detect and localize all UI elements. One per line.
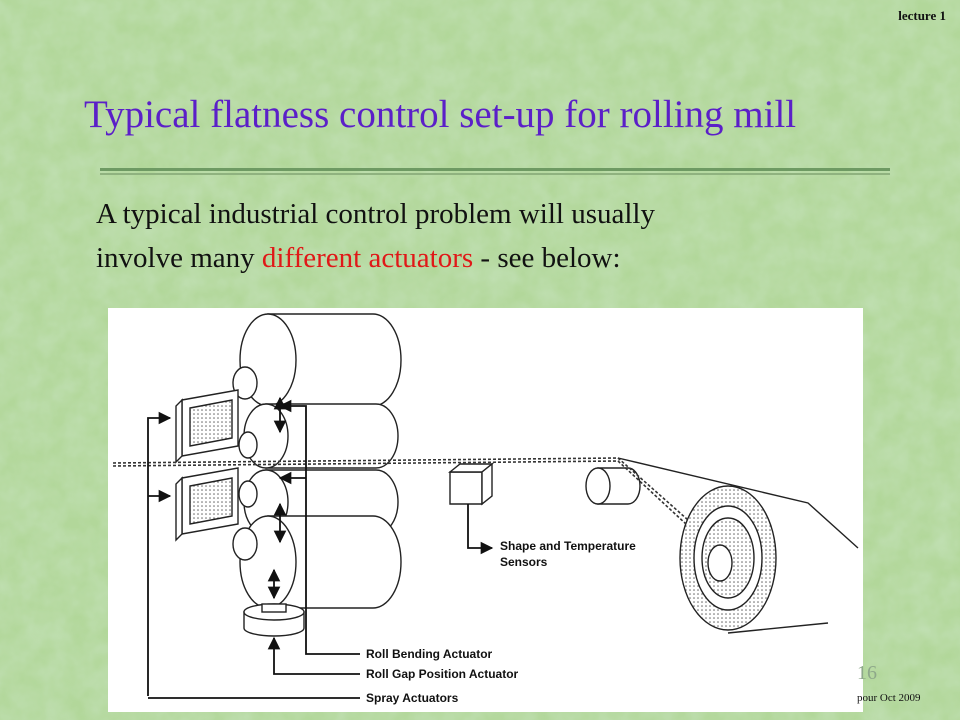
label-bending: Roll Bending Actuator xyxy=(366,647,493,661)
bending-branch-top xyxy=(278,399,307,556)
footer-credit: pour Oct 2009 xyxy=(857,692,921,704)
body-text-pre: involve many xyxy=(96,242,262,274)
spray-actuator-line xyxy=(147,411,172,696)
slide-body: A typical industrial control problem wil… xyxy=(96,192,876,280)
highlight-actuators: actuators xyxy=(368,242,474,274)
label-sensors-2: Sensors xyxy=(500,555,548,569)
label-sensors-1: Shape and Temperature xyxy=(500,539,636,553)
slide-title: Typical flatness control set-up for roll… xyxy=(84,93,797,136)
highlight-different: different xyxy=(261,242,362,274)
bottom-backup-roll xyxy=(232,515,402,609)
coiler xyxy=(617,457,859,634)
steel-strip xyxy=(112,457,689,525)
lecture-label: lecture 1 xyxy=(898,8,946,23)
title-divider-shadow xyxy=(100,173,890,175)
rolling-mill-diagram: Shape and Temperature Sensors Roll Bendi… xyxy=(108,308,863,712)
top-backup-roll xyxy=(232,313,402,407)
top-work-roll xyxy=(238,403,399,469)
title-divider xyxy=(100,168,890,171)
body-line-2: involve many different actuators - see b… xyxy=(96,236,876,280)
deflector-roll xyxy=(585,467,641,505)
page-number: 16 xyxy=(857,662,877,684)
gap-actuator-line xyxy=(267,636,360,675)
sensor-line xyxy=(467,504,494,555)
body-text-post: - see below: xyxy=(473,242,621,274)
lower-spray-header xyxy=(175,467,239,542)
label-gap: Roll Gap Position Actuator xyxy=(366,667,519,681)
sensor-box xyxy=(448,462,494,506)
upper-spray-header xyxy=(175,389,239,464)
gap-position-cylinder xyxy=(243,603,305,637)
bending-actuator-line xyxy=(305,556,360,655)
label-spray: Spray Actuators xyxy=(366,691,459,705)
body-line-1: A typical industrial control problem wil… xyxy=(96,198,655,230)
